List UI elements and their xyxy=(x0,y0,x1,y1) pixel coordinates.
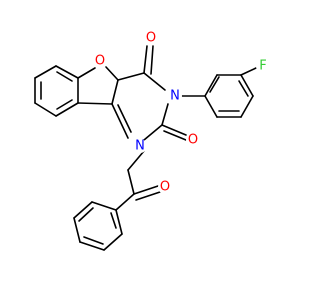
bond xyxy=(209,76,220,93)
bond xyxy=(110,212,117,229)
bond xyxy=(91,201,117,211)
bond xyxy=(111,79,119,105)
bond xyxy=(135,191,161,201)
ring-oxygen-atom: O xyxy=(93,54,107,69)
bond xyxy=(103,233,123,251)
bond xyxy=(240,67,257,76)
bond xyxy=(115,193,135,211)
carbonyl-oxygen-c2-label: O xyxy=(188,133,198,148)
bond xyxy=(73,217,81,243)
bond xyxy=(83,236,104,245)
bond xyxy=(238,80,249,97)
nitrogen-3-atom: N xyxy=(168,89,182,104)
bond xyxy=(127,169,135,195)
bond xyxy=(133,185,159,195)
bond xyxy=(127,150,145,171)
bond xyxy=(79,241,105,251)
bond xyxy=(34,102,57,117)
carbonyl-oxygen-c2-atom: O xyxy=(186,133,200,148)
bond xyxy=(56,71,73,82)
ketone-oxygen-atom: O xyxy=(158,180,172,195)
bond xyxy=(143,124,163,141)
bond xyxy=(77,67,96,79)
bond xyxy=(240,74,254,97)
bond xyxy=(240,95,254,118)
nitrogen-3-label: N xyxy=(170,89,180,104)
bond xyxy=(150,45,154,75)
bond xyxy=(117,104,132,133)
molecule-structure-diagram: O O O O N N F xyxy=(34,30,270,251)
bond xyxy=(204,74,218,97)
bond-layer xyxy=(34,45,257,251)
bond xyxy=(143,72,166,91)
fluorine-label: F xyxy=(259,59,266,74)
bond xyxy=(56,99,73,110)
bond xyxy=(143,45,148,74)
bond xyxy=(161,103,169,126)
bond xyxy=(204,95,218,118)
bond xyxy=(73,201,93,219)
bond xyxy=(78,207,94,222)
ring-oxygen-label: O xyxy=(95,54,105,69)
atom-label-layer: O O O O N N F xyxy=(93,31,270,195)
carbonyl-oxygen-c4-atom: O xyxy=(144,31,158,46)
bond xyxy=(105,66,119,81)
bond xyxy=(55,65,79,79)
ketone-oxygen-label: O xyxy=(160,180,170,195)
bond xyxy=(55,102,79,117)
bond xyxy=(117,72,145,81)
bond xyxy=(111,103,129,139)
fluorine-atom: F xyxy=(256,59,270,74)
carbonyl-oxygen-c4-label: O xyxy=(146,31,156,46)
bond xyxy=(163,130,187,141)
bond xyxy=(34,65,57,79)
nitrogen-1-label: N xyxy=(135,139,145,154)
bond xyxy=(161,124,187,136)
bond xyxy=(115,209,123,235)
nitrogen-1-atom: N xyxy=(133,139,147,154)
bond xyxy=(77,102,113,105)
